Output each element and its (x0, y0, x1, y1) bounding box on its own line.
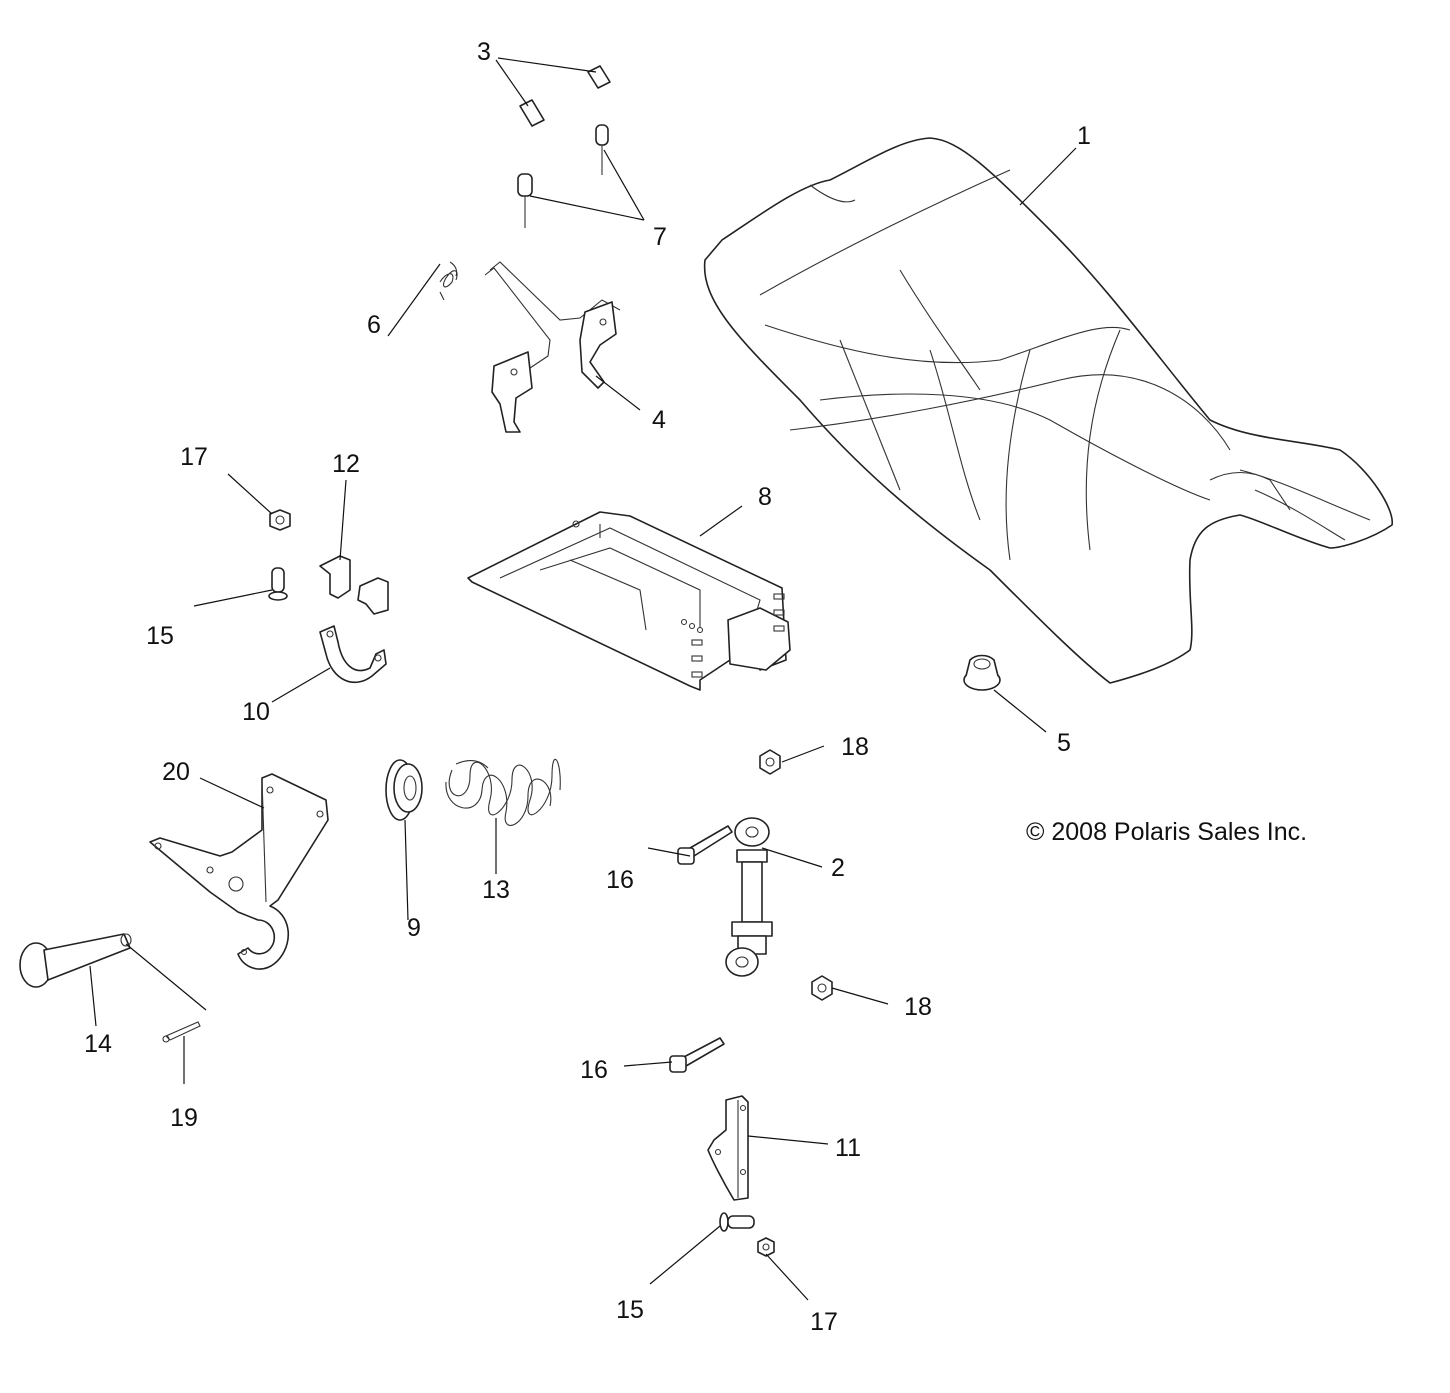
callout-5: 5 (1057, 729, 1071, 757)
callout-12: 12 (332, 450, 360, 478)
callout-18-upper: 18 (841, 733, 869, 761)
seat-part (703, 137, 1393, 684)
callout-11: 11 (835, 1134, 861, 1162)
callout-15-lower: 15 (616, 1296, 644, 1324)
mount-bracket-part (707, 1095, 749, 1201)
callout-labels: 1 2 3 4 5 6 7 8 9 10 11 12 13 14 15 15 1… (84, 38, 1091, 1336)
callout-16-upper: 16 (606, 866, 634, 894)
callout-4: 4 (652, 406, 666, 434)
coil-spring-part (445, 759, 561, 826)
callout-10: 10 (242, 698, 270, 726)
latch-spring-part (439, 261, 458, 301)
long-bolt-lower-part (669, 1037, 725, 1073)
long-bolt-upper-part (677, 825, 733, 865)
bolt-lower-part (719, 1212, 755, 1232)
nut-upper-part (269, 509, 291, 531)
seat-latch-part (484, 261, 621, 433)
callout-6: 6 (367, 311, 381, 339)
cotter-pin-part (162, 1021, 201, 1043)
lock-nut-upper-part (759, 749, 781, 775)
pivot-pin-part (19, 933, 132, 988)
nut-lower-part (757, 1237, 775, 1257)
callout-7: 7 (653, 223, 667, 251)
tray-part (467, 511, 791, 691)
callout-13: 13 (482, 876, 510, 904)
hinge-bracket-part (149, 773, 329, 970)
copyright-text: © 2008 Polaris Sales Inc. (1026, 818, 1307, 846)
bump-stop-part (385, 759, 423, 821)
leader-lines (89, 57, 1077, 1301)
callout-16-lower: 16 (580, 1056, 608, 1084)
callout-14: 14 (84, 1030, 112, 1058)
callout-2: 2 (831, 854, 845, 882)
callout-1: 1 (1077, 122, 1091, 150)
shock-part (725, 817, 773, 977)
clamp-part (319, 555, 389, 615)
callout-8: 8 (758, 483, 772, 511)
pin-part (517, 124, 609, 228)
callout-19: 19 (170, 1104, 198, 1132)
callout-20: 20 (162, 758, 190, 786)
bolt-upper-part (268, 567, 288, 601)
strap-bracket-part (319, 625, 387, 684)
callout-17-upper: 17 (180, 443, 208, 471)
callout-17-lower: 17 (810, 1308, 838, 1336)
clip-part (519, 65, 611, 127)
callout-9: 9 (407, 914, 421, 942)
callout-3: 3 (477, 38, 491, 66)
lock-nut-lower-part (811, 975, 833, 1001)
callout-18-lower: 18 (904, 993, 932, 1021)
grommet-part (963, 654, 1001, 691)
callout-15-upper: 15 (146, 622, 174, 650)
